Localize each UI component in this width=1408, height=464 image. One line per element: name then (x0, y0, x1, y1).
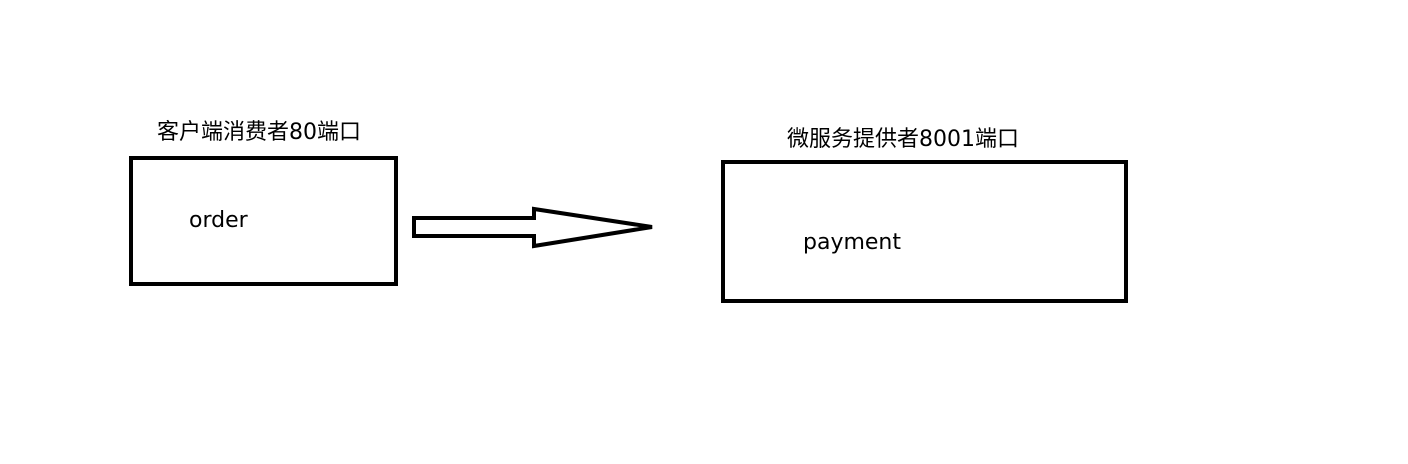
client-box: order (129, 156, 398, 286)
provider-label: payment (803, 230, 902, 255)
client-caption: 客户端消费者80端口 (157, 120, 361, 145)
provider-box: payment (721, 160, 1128, 303)
flow-arrow-shape (412, 206, 653, 249)
client-label: order (189, 208, 248, 233)
provider-caption: 微服务提供者8001端口 (787, 127, 1019, 152)
flow-arrow-icon (412, 206, 653, 249)
